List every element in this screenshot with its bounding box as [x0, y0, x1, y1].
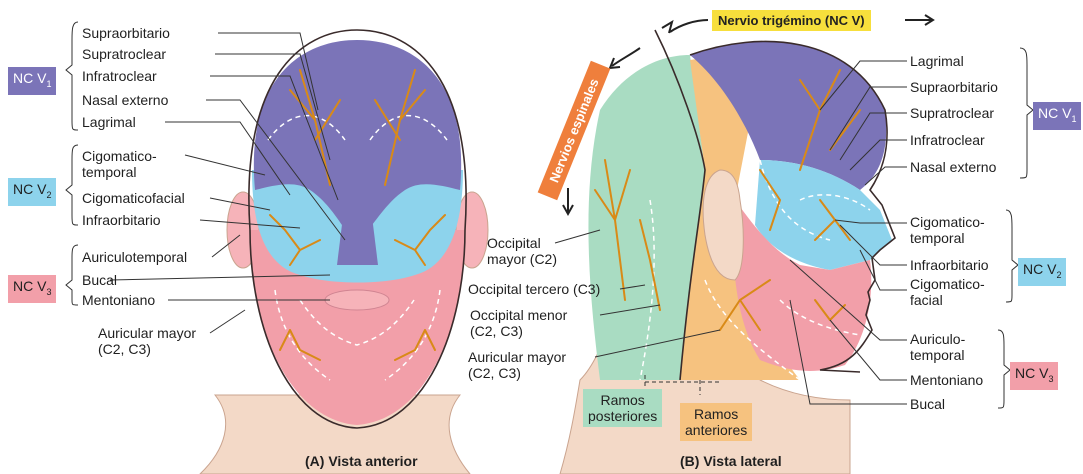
trigeminal-title: Nervio trigémino (NC V) — [712, 10, 871, 31]
anterior-label-auriculotemporal: Auriculotemporal — [82, 249, 187, 265]
anterior-label-supratroclear: Supratroclear — [82, 46, 166, 62]
anterior-badge-v3-text: NC V — [13, 278, 46, 294]
anterior-label-nasal-externo: Nasal externo — [82, 92, 168, 108]
lateral-label-auriculotemporal: Auriculo- temporal — [910, 331, 965, 363]
lateral-badge-v3-text: NC V — [1015, 365, 1048, 381]
lateral-label-occipital-tercero: Occipital tercero (C3) — [468, 281, 600, 297]
lateral-badge-v3-sub: 3 — [1048, 374, 1053, 384]
lateral-label-cigomaticofacial: Cigomatico- facial — [910, 276, 985, 308]
lateral-badge-v1-text: NC V — [1038, 105, 1071, 121]
anterior-label-mentoniano: Mentoniano — [82, 292, 155, 308]
lateral-label-infraorbitario: Infraorbitario — [910, 257, 989, 273]
anterior-badge-v1: NC V1 — [8, 67, 56, 95]
anterior-badge-v1-text: NC V — [13, 70, 46, 86]
anterior-label-supraorbitario: Supraorbitario — [82, 25, 170, 41]
lateral-label-nasal-externo: Nasal externo — [910, 159, 996, 175]
anterior-badge-v3-sub: 3 — [46, 287, 51, 297]
lateral-badge-v2-text: NC V — [1023, 261, 1056, 277]
lateral-caption: (B) Vista lateral — [680, 453, 782, 469]
anterior-label-infraorbitario: Infraorbitario — [82, 212, 161, 228]
lateral-label-occipital-mayor: Occipital mayor (C2) — [487, 235, 557, 267]
anterior-lips — [325, 290, 389, 310]
lateral-label-supraorbitario: Supraorbitario — [910, 79, 998, 95]
anterior-badge-v3: NC V3 — [8, 275, 56, 303]
lateral-badge-v2-sub: 2 — [1056, 270, 1061, 280]
anterior-badge-v2-sub: 2 — [46, 190, 51, 200]
anterior-badge-v1-sub: 1 — [46, 79, 51, 89]
anterior-label-cigomaticofacial: Cigomaticofacial — [82, 190, 185, 206]
anterior-badge-v2-text: NC V — [13, 181, 46, 197]
lateral-badge-v1: NC V1 — [1033, 102, 1081, 130]
anterior-label-lagrimal: Lagrimal — [82, 114, 136, 130]
ramos-anteriores: Ramos anteriores — [680, 403, 752, 441]
lateral-label-lagrimal: Lagrimal — [910, 53, 964, 69]
lateral-label-auricular-mayor: Auricular mayor (C2, C3) — [468, 349, 566, 381]
lateral-label-supratroclear: Supratroclear — [910, 105, 994, 121]
lateral-badge-v3: NC V3 — [1010, 362, 1058, 390]
anterior-label-bucal: Bucal — [82, 272, 117, 288]
lateral-badge-v1-sub: 1 — [1071, 114, 1076, 124]
lateral-label-bucal: Bucal — [910, 396, 945, 412]
lateral-label-cigomaticotemporal: Cigomatico- temporal — [910, 214, 985, 246]
lateral-label-infratroclear: Infratroclear — [910, 132, 985, 148]
anterior-caption: (A) Vista anterior — [305, 453, 418, 469]
anterior-label-infratroclear: Infratroclear — [82, 68, 157, 84]
lateral-label-occipital-menor: Occipital menor (C2, C3) — [470, 307, 567, 339]
lateral-label-mentoniano: Mentoniano — [910, 372, 983, 388]
ramos-posteriores: Ramos posteriores — [583, 389, 662, 427]
anterior-badge-v2: NC V2 — [8, 178, 56, 206]
lateral-badge-v2: NC V2 — [1018, 258, 1066, 286]
anterior-label-cigomaticotemporal: Cigomatico- temporal — [82, 148, 157, 180]
anterior-head — [200, 30, 488, 474]
anterior-label-auricular-mayor: Auricular mayor (C2, C3) — [98, 325, 196, 357]
